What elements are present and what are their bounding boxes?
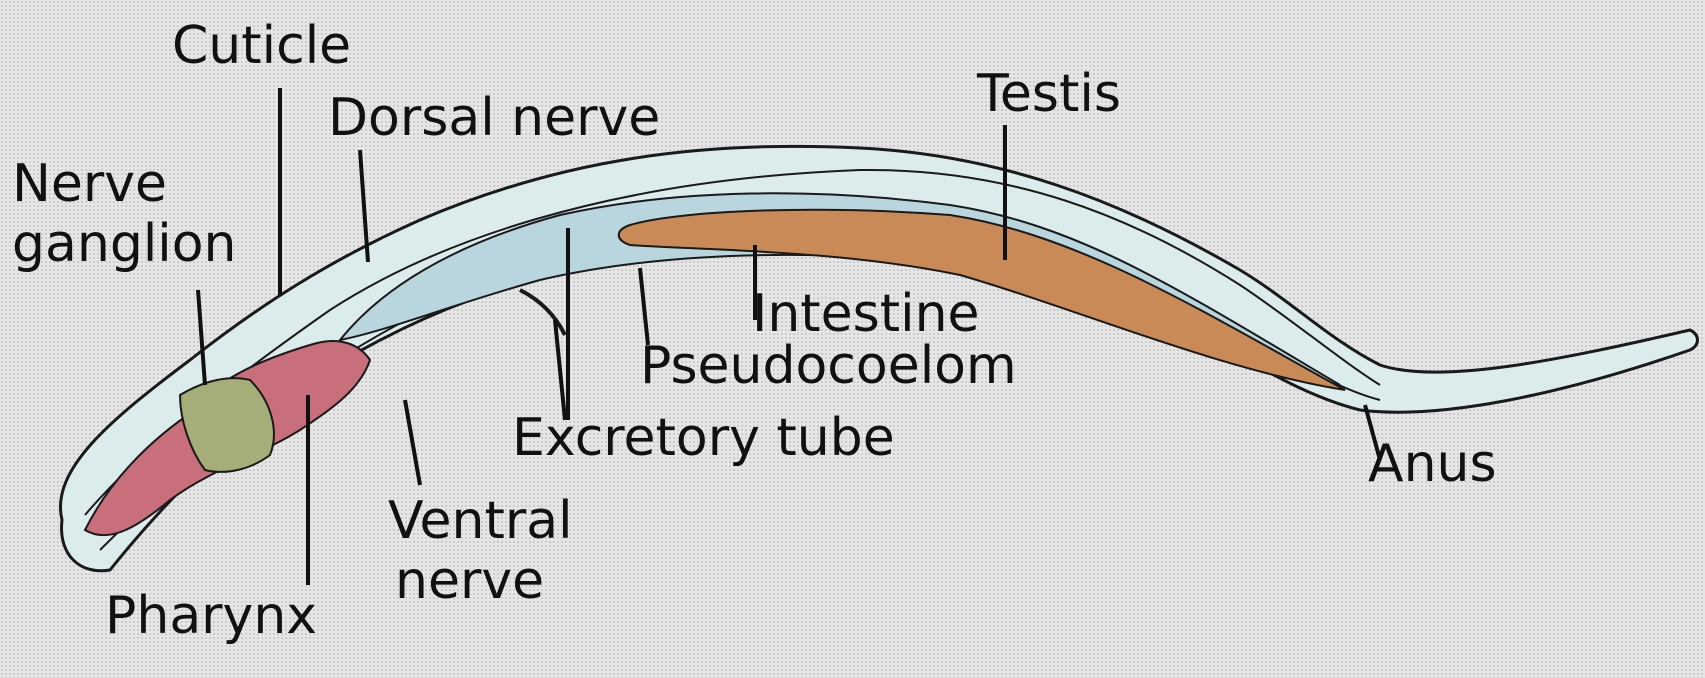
leader-pseudocoelom	[640, 268, 648, 345]
label-anus: Anus	[1368, 438, 1497, 490]
label-dorsal-nerve: Dorsal nerve	[328, 92, 660, 144]
leader-ventral-nerve	[405, 400, 420, 485]
label-ventral-nerve-line1: Ventral	[388, 495, 573, 547]
label-pseudocoelom: Pseudocoelom	[640, 340, 1017, 392]
label-excretory-tube: Excretory tube	[512, 412, 895, 464]
label-nerve-ganglion-line2: ganglion	[12, 218, 237, 270]
excretory-tube-shape	[520, 290, 565, 335]
label-cuticle: Cuticle	[172, 20, 351, 72]
label-testis: Testis	[977, 68, 1121, 120]
label-nerve-ganglion-line1: Nerve	[12, 158, 167, 210]
label-intestine: Intestine	[752, 288, 980, 340]
label-pharynx: Pharynx	[105, 590, 317, 642]
label-ventral-nerve-line2: nerve	[395, 555, 544, 607]
